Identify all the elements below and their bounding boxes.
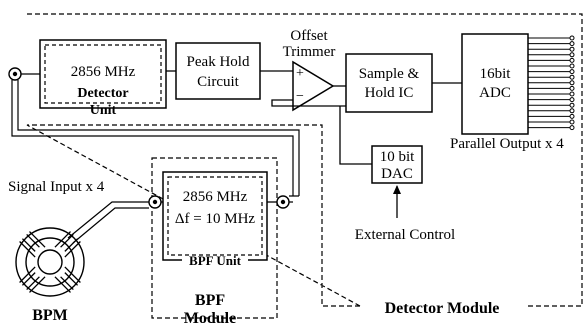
bpf-unit-label: BPF Unit	[189, 253, 242, 268]
sample-hold-line2: Hold IC	[365, 85, 414, 101]
bpm-to-bpf-cable	[67, 201, 149, 239]
output-pin-terminal	[569, 74, 575, 80]
output-pin-terminal	[569, 125, 575, 131]
bpf-to-detector-cable	[11, 80, 294, 196]
bpf-unit-outer	[162, 171, 268, 261]
dac-line1: 10 bit	[380, 149, 415, 165]
bpf-unit-bandwidth: Δf = 10 MHz	[175, 211, 256, 227]
offset-trimmer-line1: Offset	[290, 28, 328, 44]
bpm-electrode	[54, 231, 81, 258]
detector-unit-outer	[39, 39, 167, 109]
comparator-minus: −	[296, 89, 304, 104]
bpm-electrode	[19, 266, 46, 293]
detector-module-boundary	[26, 13, 583, 307]
offset-trimmer-line2: Trimmer	[283, 44, 336, 60]
output-pin-terminal	[569, 102, 575, 108]
bpm-electrode	[19, 231, 46, 258]
bpm-electrode	[54, 266, 81, 293]
output-pin-terminal	[569, 52, 575, 58]
output-pin-terminal	[569, 46, 575, 52]
sample-hold-box	[345, 53, 433, 113]
detector-unit-label-line2: Unit	[90, 103, 117, 118]
output-pin-terminal	[569, 35, 575, 41]
external-control-label: External Control	[355, 227, 455, 243]
bpm-label: BPM	[32, 307, 68, 324]
signal-input-label: Signal Input x 4	[8, 179, 105, 195]
adc-line2: ADC	[479, 85, 511, 101]
output-pin-terminal	[569, 113, 575, 119]
adc-box	[461, 33, 529, 135]
bpf-module-label-line2: Module	[184, 310, 236, 327]
bpf-module-boundary	[151, 157, 278, 319]
output-pin-terminal	[569, 80, 575, 86]
output-pin-terminal	[569, 41, 575, 47]
adc-line1: 16bit	[480, 66, 512, 82]
bpf-unit-freq: 2856 MHz	[183, 189, 248, 205]
detector-unit-freq: 2856 MHz	[71, 64, 136, 80]
output-pin-terminal	[569, 69, 575, 75]
parallel-output-pins	[528, 35, 575, 131]
output-pin-terminal	[569, 91, 575, 97]
comparator-triangle	[292, 60, 335, 112]
detector-module-label: Detector Module	[385, 300, 500, 317]
output-pin-terminal	[569, 108, 575, 114]
dac-line2: DAC	[381, 166, 413, 182]
comparator-plus: +	[296, 66, 304, 81]
detector-unit-label-line1: Detector	[77, 86, 128, 101]
output-pin-terminal	[569, 119, 575, 125]
peak-hold-box	[175, 42, 261, 100]
output-pin-terminal	[569, 85, 575, 91]
bpf-module-label-line1: BPF	[195, 292, 225, 309]
detector-unit-inner	[44, 44, 162, 104]
output-pin-terminal	[569, 57, 575, 63]
parallel-output-label: Parallel Output x 4	[450, 136, 564, 152]
peak-hold-line1: Peak Hold	[187, 54, 250, 70]
sample-hold-line1: Sample &	[359, 66, 420, 82]
bpm-icon	[15, 227, 85, 297]
bpf-unit-inner	[167, 176, 263, 256]
output-pin-terminal	[569, 97, 575, 103]
output-pin-terminal	[569, 63, 575, 69]
detector-wires	[166, 70, 462, 165]
peak-hold-line2: Circuit	[197, 74, 239, 90]
